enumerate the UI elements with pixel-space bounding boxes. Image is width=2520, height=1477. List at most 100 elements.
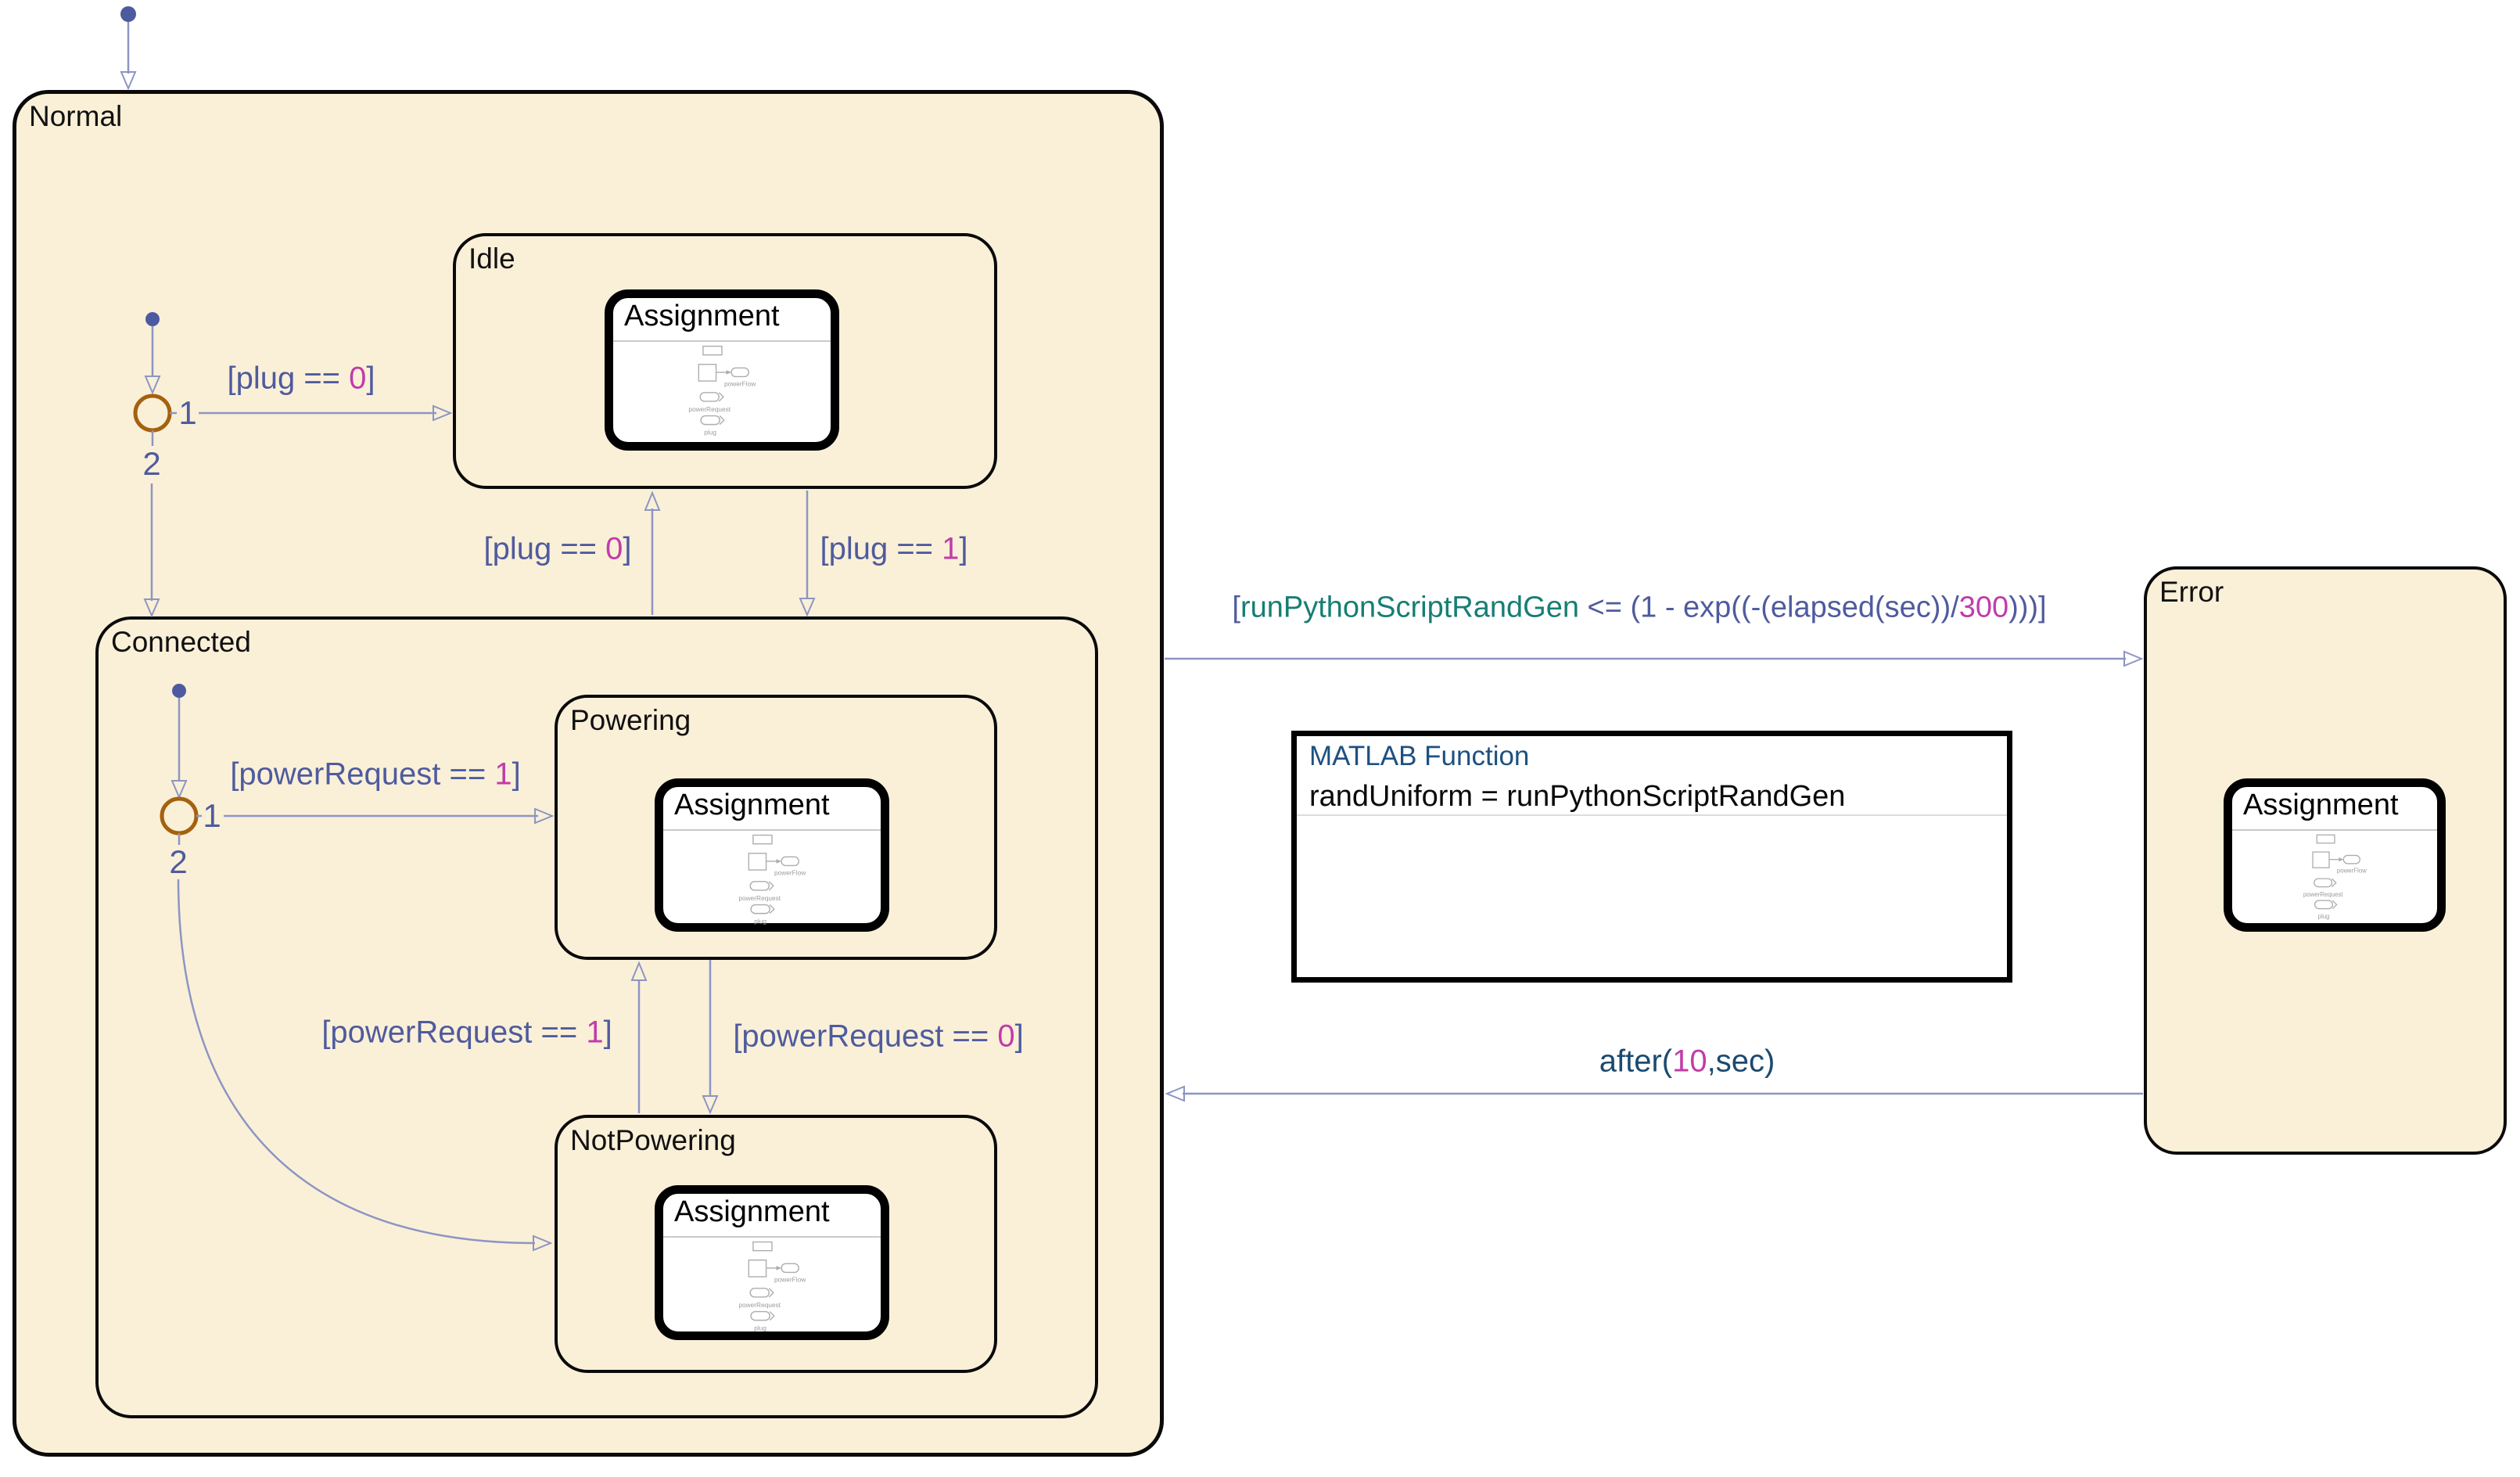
label-part: 10 [1672,1044,1707,1079]
junction2-branch-2-label[interactable]: 2 [169,843,188,880]
label-part: [plug == [483,531,606,566]
port-label-powerrequest: powerRequest [688,405,731,413]
guard-powerrequest-eq-0-down[interactable]: [powerRequest == 0] [733,1019,1023,1055]
arrowhead-icon [144,376,161,395]
subchart-divider [663,1236,881,1238]
default-transition-normal[interactable] [144,312,161,395]
port-label-powerflow: powerFlow [774,1276,806,1284]
transition-junction2-to-powering[interactable] [196,807,555,825]
connective-junction-1[interactable] [133,394,172,433]
arrowhead-icon [1165,1085,1185,1102]
transition-error-to-normal[interactable] [1165,1085,2143,1102]
state-powering-label[interactable]: Powering [570,704,691,736]
port-label-powerflow: powerFlow [2337,867,2367,874]
subchart-assignment-powering[interactable]: Assignment powerFlow powerRequest plug [655,778,889,932]
subchart-divider [2232,829,2437,831]
label-part: [powerRequest == [230,756,495,792]
arrowhead-icon [799,598,816,617]
port-label-powerrequest: powerRequest [738,894,781,902]
subchart-title: Assignment [2243,789,2399,821]
junction1-branch-2-label[interactable]: 2 [142,445,161,482]
label-part: ] [366,361,375,396]
default-transition-dot[interactable] [120,6,136,22]
mini-arrow-icon [776,859,782,864]
default-transition-dot[interactable] [172,684,186,698]
label-part: 0 [997,1019,1015,1054]
subchart-divider [663,829,881,831]
arrowhead-icon [171,780,188,800]
label-part: 1 [494,756,512,792]
label-part: 0 [349,361,367,396]
arrowhead-icon [644,491,661,511]
label-part: [ [1232,591,1240,624]
label-part: ,sec) [1707,1044,1775,1079]
label-part: 300 [1958,591,2009,624]
transition-junction2-to-notpowering[interactable] [177,833,553,1252]
guard-plug-eq-1-down[interactable]: [plug == 1] [820,532,967,567]
label-part: runPythonScriptRandGen [1240,591,1579,624]
label-part: ] [623,531,632,566]
simulink-thumbnail-icon: powerFlow powerRequest plug [688,345,756,437]
guard-plug-eq-0-junction[interactable]: [plug == 0] [227,361,375,397]
transition-junction1-to-connected[interactable] [143,430,160,618]
subchart-title: Assignment [624,300,780,332]
transition-notpowering-to-powering[interactable] [630,961,648,1113]
arrowhead-icon [143,598,160,618]
port-label-powerflow: powerFlow [774,869,806,877]
transition-junction1-to-idle[interactable] [170,404,453,422]
connective-junction-2[interactable] [160,796,199,836]
subchart-title: Assignment [674,789,830,821]
default-transition-connected[interactable] [171,684,188,800]
mini-arrow-icon [2339,857,2344,862]
subchart-assignment-notpowering[interactable]: Assignment powerFlow powerRequest plug [655,1185,889,1340]
state-idle-label[interactable]: Idle [468,243,515,275]
port-label-powerrequest: powerRequest [2303,891,2343,898]
default-transition-chart[interactable] [120,6,137,91]
arrowhead-icon [2123,650,2144,667]
mini-arrow-icon [726,370,732,375]
port-label-plug: plug [704,429,716,437]
label-part: <= (1 - exp((-(elapsed(sec))/ [1578,591,1959,624]
transition-connected-to-idle[interactable] [644,491,661,615]
arrowhead-icon [702,1095,719,1115]
state-normal-label[interactable]: Normal [29,100,123,132]
label-part: 0 [605,531,623,566]
state-connected-label[interactable]: Connected [111,626,251,658]
arrowhead-icon [630,961,648,981]
junction2-branch-1-label[interactable]: 1 [203,797,221,834]
subchart-assignment-error[interactable]: Assignment powerFlow powerRequest plug [2224,778,2446,932]
label-part: 1 [586,1015,604,1050]
subchart-assignment-idle[interactable]: Assignment powerFlow powerRequest plug [605,289,839,451]
arrowhead-icon [433,404,453,422]
matlab-function-body[interactable]: randUniform = runPythonScriptRandGen [1309,780,1846,813]
guard-after-10-sec[interactable]: after(10,sec) [1599,1044,1775,1080]
label-part: after( [1599,1044,1673,1079]
guard-plug-eq-0-up[interactable]: [plug == 0] [483,532,631,567]
port-label-powerflow: powerFlow [724,380,756,388]
state-notpowering-label[interactable]: NotPowering [570,1124,736,1156]
label-part: [plug == [820,531,942,566]
port-label-plug: plug [754,918,766,925]
label-part: [powerRequest == [733,1019,998,1054]
guard-to-error[interactable]: [runPythonScriptRandGen <= (1 - exp((-(e… [1232,591,2046,625]
matlab-function-divider [1297,814,2007,816]
subchart-title: Assignment [674,1195,830,1228]
port-label-plug: plug [2318,913,2330,920]
guard-powerrequest-eq-1-junction[interactable]: [powerRequest == 1] [230,757,520,792]
simulink-thumbnail-icon: powerFlow powerRequest plug [738,1241,806,1332]
transition-idle-to-connected[interactable] [799,491,816,617]
label-part: ] [1014,1019,1024,1054]
guard-powerrequest-eq-1-up[interactable]: [powerRequest == 1] [321,1015,612,1051]
junction1-branch-1-label[interactable]: 1 [178,394,197,431]
port-label-powerrequest: powerRequest [738,1301,781,1309]
matlab-function-box[interactable]: MATLAB Function randUniform = runPythonS… [1291,731,2012,983]
state-error-label[interactable]: Error [2159,576,2224,608]
simulink-thumbnail-icon: powerFlow powerRequest plug [738,834,806,925]
transition-powering-to-notpowering[interactable] [702,960,719,1115]
default-transition-dot[interactable] [145,312,160,326]
transition-normal-to-error[interactable] [1165,650,2144,667]
label-part: ] [603,1015,612,1050]
label-part: [powerRequest == [321,1015,587,1050]
